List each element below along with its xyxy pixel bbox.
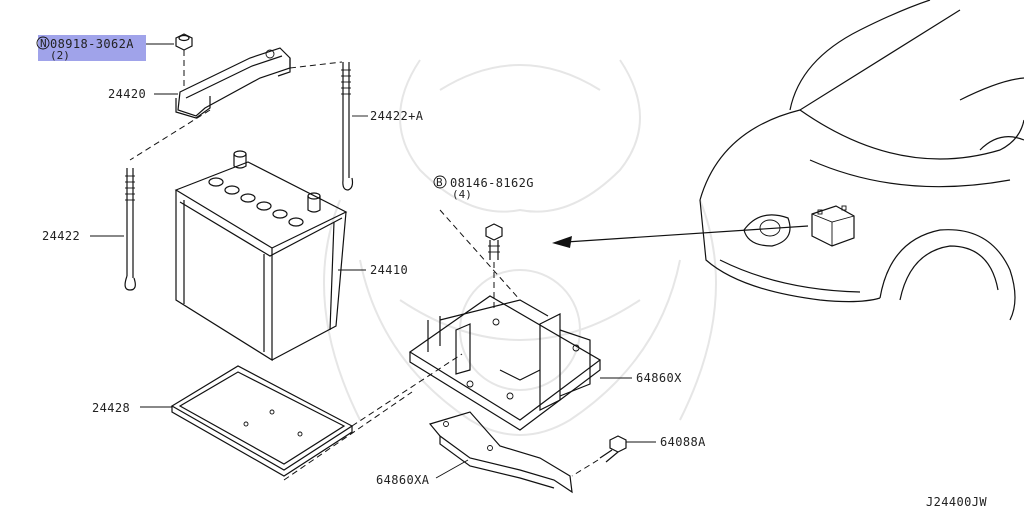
callout-tray-code: 24428	[92, 401, 130, 415]
callout-bolt-prefix: B	[436, 176, 443, 189]
callout-nut-code: 08918-3062A	[50, 37, 134, 51]
callout-bolt[interactable]: B 08146-8162G (4)	[433, 175, 534, 201]
bolt-part	[485, 223, 503, 312]
callout-frame-code: 64860X	[636, 371, 682, 385]
callout-rod-a-code: 24422+A	[370, 109, 424, 123]
watermark-logo	[323, 59, 717, 436]
callout-rod-a[interactable]: 24422+A	[352, 109, 424, 123]
callout-bolt-code: 08146-8162G	[450, 176, 534, 190]
callout-nut-prefix: N	[40, 37, 47, 50]
hold-down-bracket	[129, 47, 343, 161]
battery-tray	[170, 365, 354, 477]
battery	[174, 150, 348, 362]
callout-nut[interactable]: N 08918-3062A (2)	[36, 36, 174, 62]
figure-id: J24400JW	[926, 495, 987, 509]
mounting-plate	[428, 411, 573, 494]
callout-battery[interactable]: 24410	[338, 263, 408, 277]
callout-highlight	[38, 35, 146, 61]
j-rod-a	[341, 62, 354, 191]
vehicle-outline	[699, 0, 1024, 321]
location-arrow	[552, 225, 809, 248]
callout-bolt-qty: (4)	[452, 188, 472, 201]
nut-part	[175, 33, 193, 86]
callout-battery-code: 24410	[370, 263, 408, 277]
callout-bolt2[interactable]: 64088A	[626, 435, 706, 449]
callout-nut-qty: (2)	[50, 49, 70, 62]
callout-rod[interactable]: 24422	[42, 229, 124, 243]
callout-plate-code: 64860XA	[376, 473, 430, 487]
callout-frame[interactable]: 64860X	[600, 371, 682, 385]
battery-frame	[408, 295, 602, 431]
callout-rod-code: 24422	[42, 229, 80, 243]
callout-bracket[interactable]: 24420	[108, 87, 178, 101]
callout-tray[interactable]: 24428	[92, 401, 172, 415]
j-rod	[124, 168, 136, 291]
bolt-64088a-part	[571, 435, 627, 477]
callout-plate[interactable]: 64860XA	[376, 459, 469, 487]
callout-bracket-code: 24420	[108, 87, 146, 101]
callout-bolt2-code: 64088A	[660, 435, 706, 449]
